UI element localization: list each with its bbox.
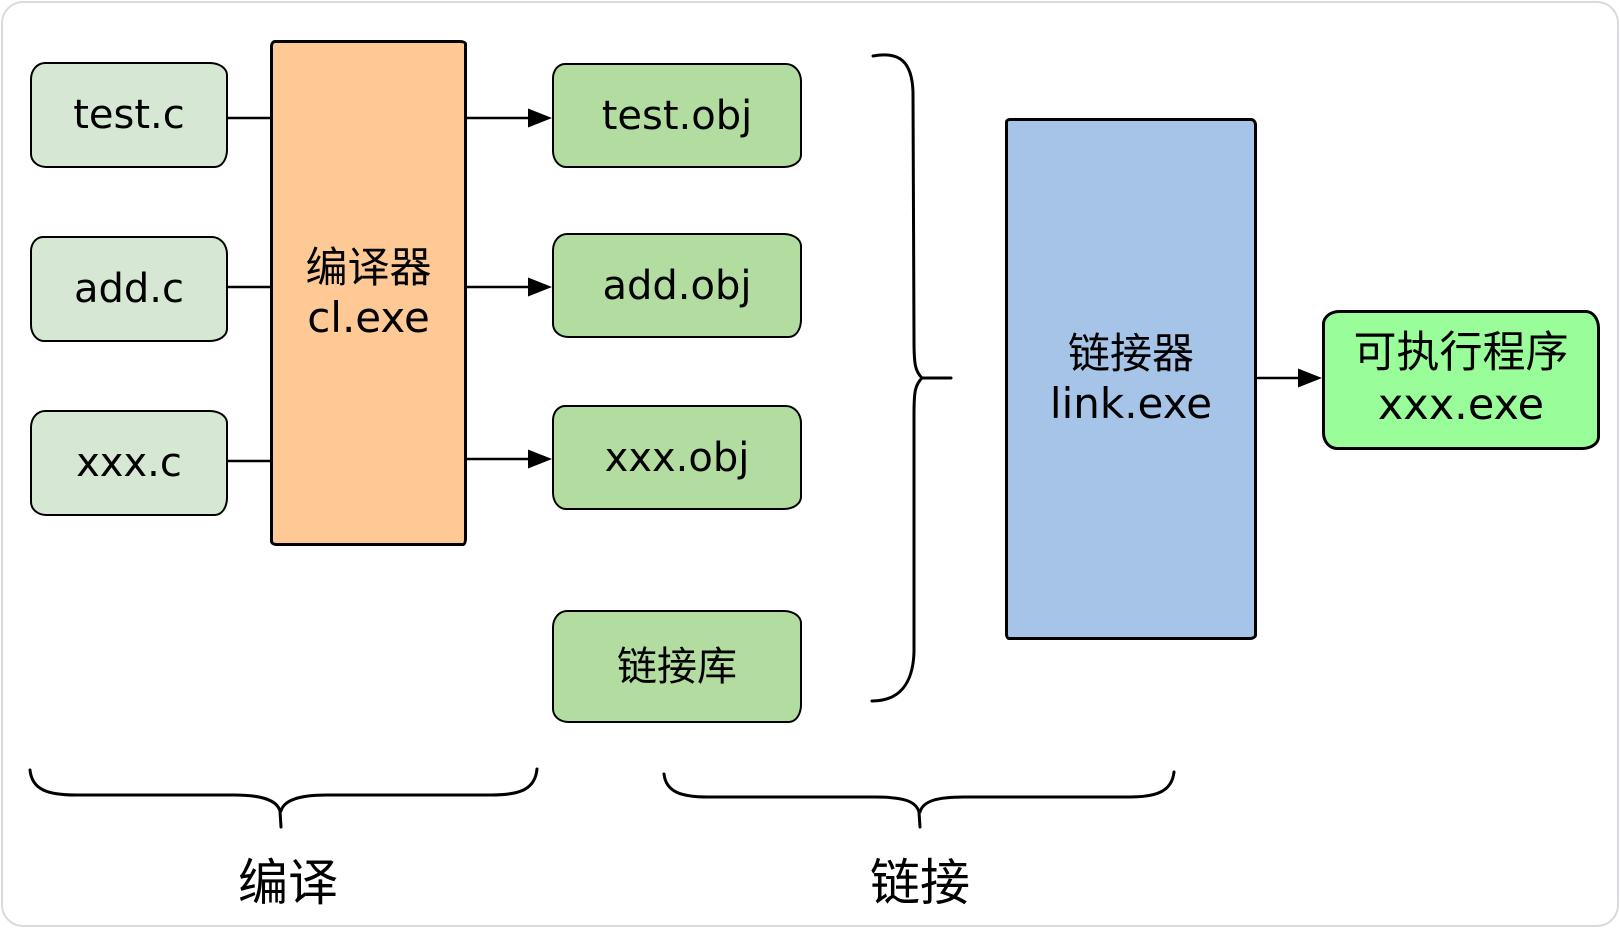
object-file-box-test-obj: test.obj <box>552 63 802 168</box>
stage-label-compile: 编译 <box>238 854 338 912</box>
compiler-name-label: 编译器 <box>305 242 432 292</box>
compiler-exe-label: cl.exe <box>307 293 430 342</box>
object-file-label: add.obj <box>602 262 752 309</box>
object-file-box-add-obj: add.obj <box>552 233 802 338</box>
link-library-label: 链接库 <box>617 643 737 690</box>
source-file-label: xxx.c <box>76 440 182 486</box>
group-brace <box>870 53 925 703</box>
executable-box: 可执行程序 xxx.exe <box>1322 310 1600 450</box>
linker-box: 链接器 link.exe <box>1005 118 1257 640</box>
linker-exe-label: link.exe <box>1049 379 1213 428</box>
arrowhead-testobj <box>528 108 552 128</box>
object-file-label: test.obj <box>601 92 753 139</box>
link-library-box: 链接库 <box>552 610 802 723</box>
compiler-box: 编译器 cl.exe <box>270 40 467 546</box>
arrowhead-exe <box>1298 368 1322 388</box>
arrowhead-addobj <box>528 277 552 297</box>
compile-underbrace <box>28 767 539 829</box>
source-file-box-xxx-c: xxx.c <box>30 410 228 516</box>
object-file-box-xxx-obj: xxx.obj <box>552 405 802 510</box>
source-file-box-test-c: test.c <box>30 62 228 168</box>
executable-exe-label: xxx.exe <box>1377 380 1545 430</box>
executable-name-label: 可执行程序 <box>1353 328 1569 379</box>
link-underbrace <box>662 770 1176 829</box>
source-file-label: test.c <box>73 92 185 138</box>
source-file-box-add-c: add.c <box>30 236 228 342</box>
stage-label-link: 链接 <box>870 854 970 912</box>
source-file-label: add.c <box>74 266 184 312</box>
object-file-label: xxx.obj <box>604 434 750 481</box>
linker-name-label: 链接器 <box>1067 328 1194 378</box>
arrowhead-xxxobj <box>528 449 552 469</box>
